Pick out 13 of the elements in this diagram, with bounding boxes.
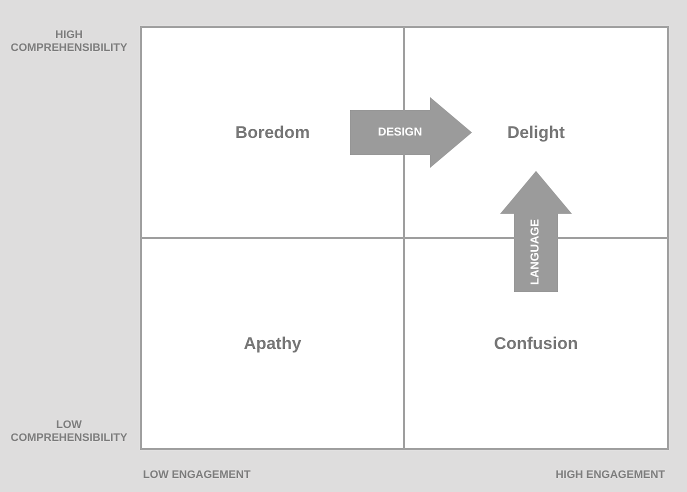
quadrant-title: Apathy — [244, 334, 302, 354]
axis-label: LOW COMPREHENSIBILITY — [10, 419, 128, 445]
block-arrow — [350, 97, 472, 168]
axis-label: LOW ENGAGEMENT — [143, 469, 252, 482]
edge-label: DESIGN — [378, 126, 422, 139]
edge-label: LANGUAGE — [530, 218, 542, 285]
quadrant-title: Boredom — [235, 122, 310, 142]
block-arrow — [500, 170, 572, 292]
axis-label: HIGH ENGAGEMENT — [554, 469, 665, 482]
quadrant-title: Confusion — [494, 334, 578, 354]
quadrant-title: Delight — [507, 122, 565, 142]
quadrant-cell — [140, 237, 405, 450]
axis-label: HIGH COMPREHENSIBILITY — [10, 29, 128, 55]
